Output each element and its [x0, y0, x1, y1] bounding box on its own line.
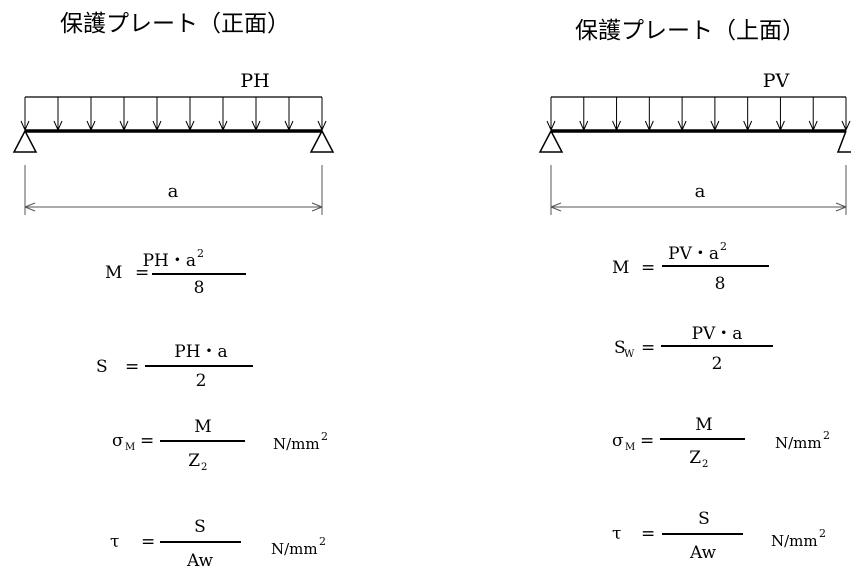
numerator: PV・a	[668, 244, 719, 264]
formula-bending-stress: σ M = M Z 2 N/mm 2	[112, 417, 328, 473]
denominator: 2	[712, 354, 723, 374]
load-arrow	[841, 97, 851, 132]
formula-bending-stress: σ M = M Z 2 N/mm 2	[612, 415, 830, 470]
formula-lhs-subscript: M	[625, 442, 635, 453]
equals-sign: =	[641, 258, 655, 278]
denominator: 2	[196, 371, 207, 391]
span-label: a	[695, 181, 706, 202]
formula-moment: M = PV・a 2 8	[612, 240, 769, 294]
formula-lhs-subscript: M	[125, 442, 135, 453]
equals-sign: =	[641, 524, 655, 544]
denominator-subscript: 2	[702, 459, 708, 470]
formula-lhs: σ	[612, 431, 624, 451]
load-arrow	[612, 97, 622, 132]
equals-sign: =	[125, 357, 139, 377]
formula-shear: S W = PV・a 2	[614, 324, 773, 374]
equals-sign: =	[141, 532, 155, 552]
denominator: 8	[194, 278, 205, 298]
formula-lhs: S	[614, 338, 626, 358]
unit: N/mm	[771, 532, 818, 550]
panel-top: 保護プレート（上面） PV a M = PV・a 2 8 S W =	[538, 18, 851, 563]
equals-sign: =	[140, 431, 154, 451]
panel-title: 保護プレート（上面）	[575, 18, 805, 44]
formula-shear: S = PH・a 2	[96, 342, 253, 391]
dimension-arrowhead-left	[550, 202, 562, 212]
numerator: PV・a	[692, 324, 743, 344]
load-arrow	[20, 97, 30, 132]
beam-diagram: PV a	[538, 70, 851, 215]
load-arrow	[677, 97, 687, 132]
formula-lhs: M	[612, 258, 629, 278]
denominator-subscript: 2	[201, 462, 207, 473]
right-support	[309, 129, 335, 153]
unit: N/mm	[271, 540, 318, 558]
load-arrow	[317, 97, 327, 132]
load-arrow	[644, 97, 654, 132]
numerator-exponent: 2	[720, 240, 727, 253]
load-arrow	[53, 97, 63, 132]
dimension-arrowhead-left	[24, 202, 36, 212]
load-arrow	[218, 97, 228, 132]
load-arrow	[86, 97, 96, 132]
load-arrows	[20, 97, 327, 132]
load-arrow	[743, 97, 753, 132]
unit-exponent: 2	[823, 429, 830, 442]
load-arrow	[546, 97, 556, 132]
span-label: a	[168, 181, 179, 202]
unit-exponent: 2	[319, 535, 326, 548]
load-arrow	[775, 97, 785, 132]
denominator: Aw	[689, 543, 717, 563]
load-arrow	[119, 97, 129, 132]
beam-diagram: PH a	[12, 70, 335, 215]
load-label: PH	[240, 70, 269, 92]
denominator: 8	[715, 274, 726, 294]
load-arrow	[710, 97, 720, 132]
load-arrow	[185, 97, 195, 132]
panel-front: 保護プレート（正面） PH a M = PH・a 2 8 S = P	[12, 11, 335, 571]
equals-sign: =	[640, 431, 654, 451]
load-arrow	[808, 97, 818, 132]
formula-lhs: M	[105, 263, 122, 283]
formula-moment: M = PH・a 2 8	[105, 247, 246, 298]
unit-exponent: 2	[321, 430, 328, 443]
numerator: PH・a	[174, 342, 227, 362]
formula-lhs: τ	[110, 532, 119, 552]
formula-lhs: σ	[112, 431, 124, 451]
denominator: Z	[689, 448, 701, 468]
formula-lhs: S	[96, 357, 108, 377]
equals-sign: =	[135, 263, 149, 283]
numerator: PH・a	[143, 251, 196, 271]
numerator: S	[698, 509, 710, 529]
numerator-exponent: 2	[197, 247, 204, 260]
load-arrow	[152, 97, 162, 132]
formula-lhs-subscript: W	[624, 349, 635, 360]
formula-shear-stress: τ = S Aw N/mm 2	[110, 517, 326, 571]
dimension-arrowhead-right	[835, 202, 847, 212]
equals-sign: =	[641, 338, 655, 358]
left-support	[538, 129, 564, 153]
dimension-arrowhead-right	[311, 202, 323, 212]
denominator: Aw	[186, 551, 214, 571]
left-support	[12, 129, 38, 153]
unit: N/mm	[775, 434, 822, 452]
numerator: M	[194, 417, 211, 437]
load-arrow	[251, 97, 261, 132]
load-arrow	[284, 97, 294, 132]
denominator: Z	[188, 451, 200, 471]
unit-exponent: 2	[819, 527, 826, 540]
numerator: M	[695, 415, 712, 435]
load-label: PV	[763, 70, 790, 92]
right-support	[836, 130, 851, 153]
panel-title: 保護プレート（正面）	[60, 11, 290, 37]
unit: N/mm	[273, 435, 320, 453]
formula-shear-stress: τ = S Aw N/mm 2	[612, 509, 826, 563]
numerator: S	[194, 517, 206, 537]
load-arrow	[579, 97, 589, 132]
formula-lhs: τ	[612, 524, 621, 544]
load-arrows	[546, 97, 851, 132]
